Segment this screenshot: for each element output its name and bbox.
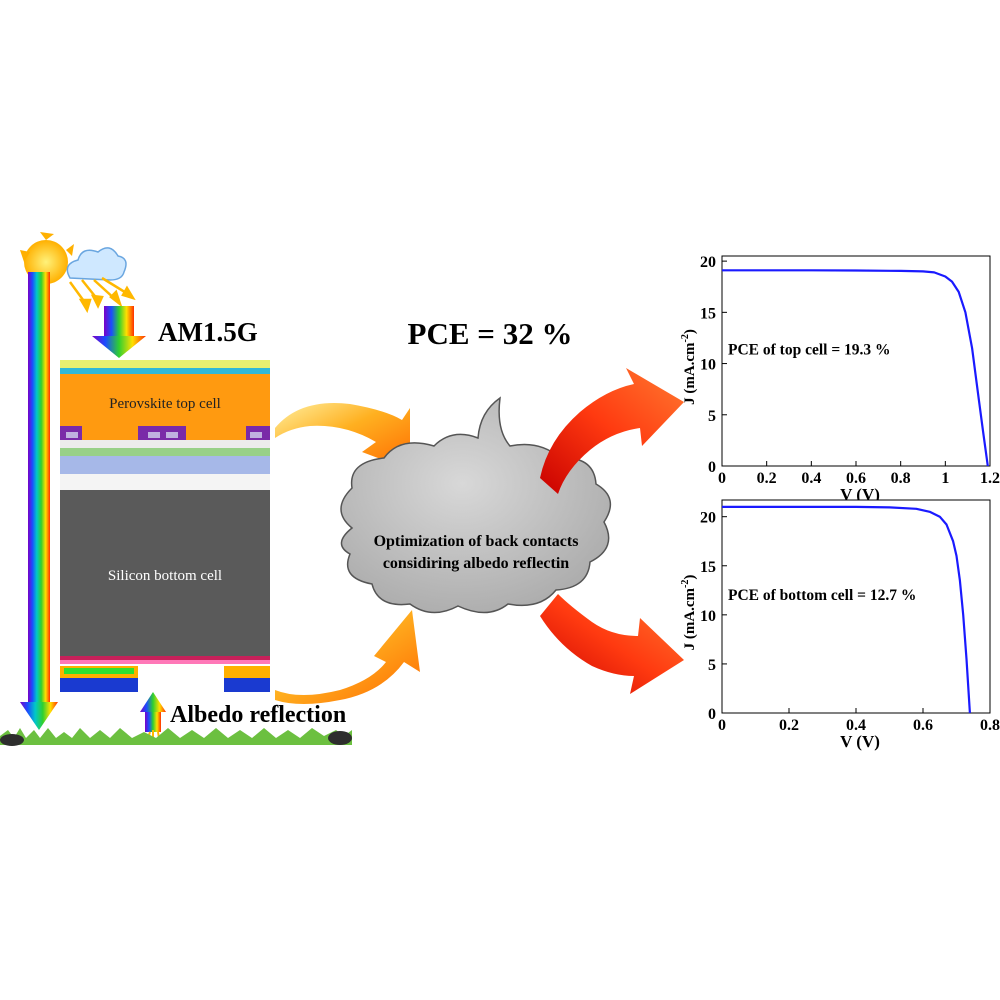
x-tick-label: 0.4 bbox=[801, 470, 821, 487]
am15g-arrow bbox=[92, 306, 146, 358]
flow-arrow-bottom bbox=[275, 610, 420, 704]
silicon-layer bbox=[60, 490, 270, 656]
x-tick-label: 0.4 bbox=[846, 717, 866, 734]
plot-frame bbox=[721, 499, 991, 714]
output-arrow-top bbox=[540, 368, 684, 494]
x-tick-label: 0.6 bbox=[846, 470, 866, 487]
y-tick-label: 20 bbox=[700, 510, 716, 527]
pce-annotation: PCE of bottom cell = 12.7 % bbox=[728, 587, 916, 604]
x-axis-label: V (V) bbox=[840, 485, 880, 504]
albedo-label: Albedo reflection bbox=[170, 702, 346, 728]
pce-annotation: PCE of top cell = 19.3 % bbox=[728, 342, 891, 359]
x-tick-label: 0 bbox=[718, 470, 726, 487]
y-tick-label: 15 bbox=[700, 305, 716, 322]
am15g-label: AM1.5G bbox=[158, 317, 258, 347]
albedo-arrow bbox=[140, 692, 166, 732]
x-tick-label: 0.2 bbox=[779, 717, 799, 734]
back-contacts bbox=[60, 666, 270, 692]
y-axis-label-close: ) bbox=[682, 329, 698, 334]
y-tick-label: 5 bbox=[708, 657, 716, 674]
tandem-cell bbox=[60, 360, 270, 692]
cloud-icon bbox=[66, 247, 127, 281]
jv-chart-bottom-cell: 0 5 10 15 20 0 0.2 0.4 0.6 0.8 V (V) J (mA.cm-2) PCE… bbox=[680, 499, 1000, 751]
cloud-text-line1: Optimization of back contacts bbox=[374, 533, 579, 550]
y-tick-label: 20 bbox=[700, 254, 716, 271]
flow-arrow-top bbox=[275, 403, 410, 470]
x-tick-label: 0.6 bbox=[913, 717, 933, 734]
y-axis-label-sup: -2 bbox=[680, 334, 691, 342]
bottom-cell-label: Silicon bottom cell bbox=[108, 568, 222, 584]
interlayer-contacts bbox=[60, 426, 270, 440]
grass-ground bbox=[0, 728, 352, 746]
x-tick-label: 1.2 bbox=[980, 470, 1000, 487]
x-tick-label: 0.8 bbox=[980, 717, 1000, 734]
plot-frame bbox=[721, 255, 991, 467]
optimization-cloud bbox=[340, 396, 612, 614]
y-axis-label: J (mA.cm-2) bbox=[680, 575, 698, 651]
pce-total: PCE = 32 % bbox=[408, 316, 573, 351]
jv-curve bbox=[722, 505, 971, 714]
x-tick-label: 0 bbox=[718, 717, 726, 734]
y-tick-label: 5 bbox=[708, 408, 716, 425]
y-tick-label: 0 bbox=[708, 459, 716, 476]
output-arrow-bottom bbox=[540, 594, 684, 694]
x-tick-label: 1 bbox=[941, 470, 949, 487]
y-axis-label: J (mA.cm-2) bbox=[680, 329, 698, 405]
y-tick-label: 0 bbox=[708, 706, 716, 723]
y-tick-label: 10 bbox=[700, 608, 716, 625]
x-tick-label: 0.8 bbox=[891, 470, 911, 487]
y-tick-label: 10 bbox=[700, 357, 716, 374]
y-axis-label-main: J (mA.cm bbox=[682, 342, 698, 405]
jv-curve bbox=[722, 269, 989, 467]
y-axis-label-main: J (mA.cm bbox=[682, 587, 698, 650]
sun-rays bbox=[68, 276, 136, 314]
cloud-text-line2: considiring albedo reflectin bbox=[383, 555, 569, 572]
jv-chart-top-cell: 0 5 10 15 20 0 0.2 0.4 0.6 0.8 1 1.2 V (V) J (mA.cm-2… bbox=[680, 254, 1000, 504]
top-cell-label: Perovskite top cell bbox=[109, 396, 221, 412]
incident-light-arrow bbox=[20, 272, 58, 730]
y-tick-label: 15 bbox=[700, 559, 716, 576]
y-axis-label-sup: -2 bbox=[680, 580, 691, 588]
y-axis-label-close: ) bbox=[682, 575, 698, 580]
x-tick-label: 0.2 bbox=[757, 470, 777, 487]
x-axis-label: V (V) bbox=[840, 732, 880, 751]
